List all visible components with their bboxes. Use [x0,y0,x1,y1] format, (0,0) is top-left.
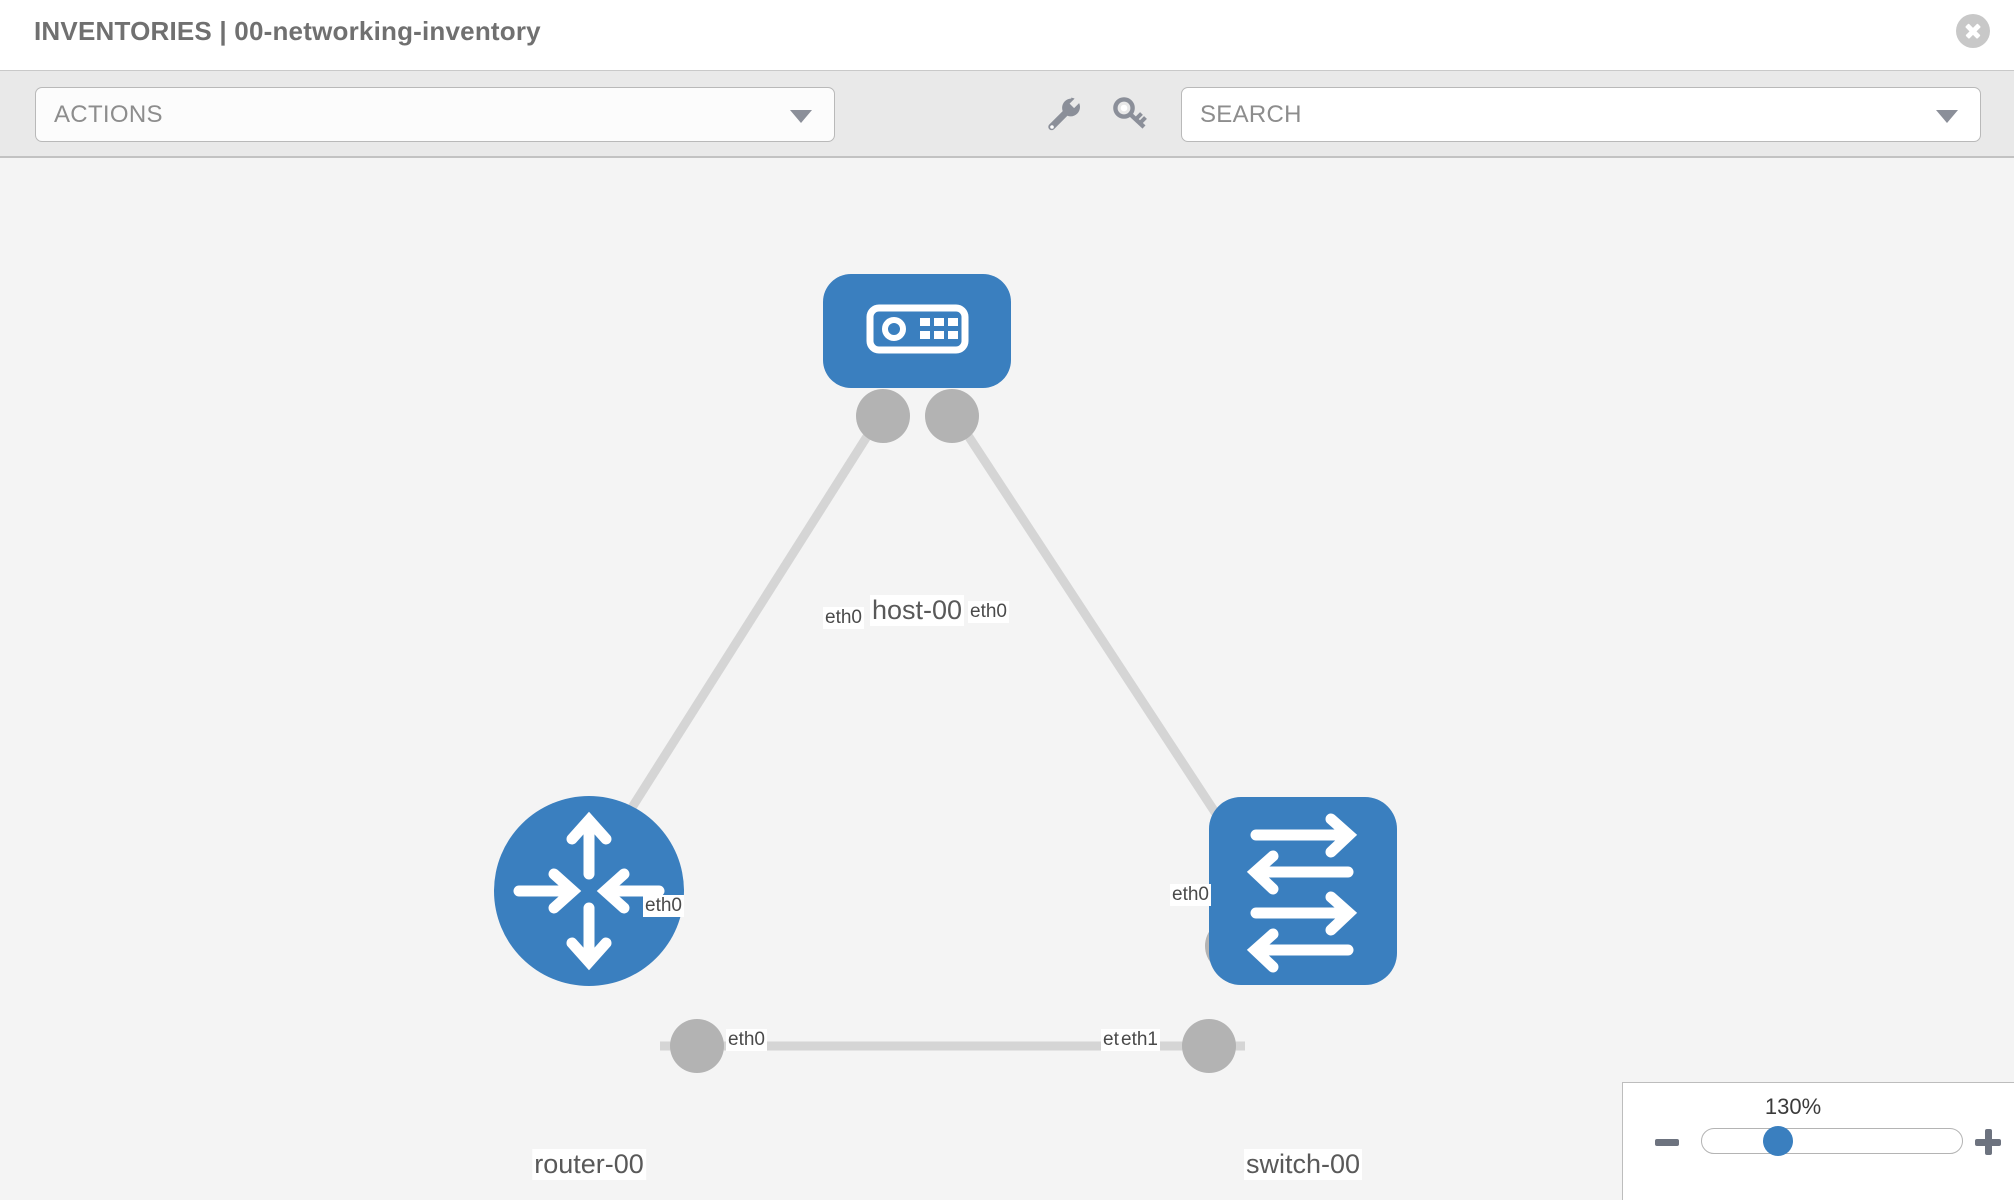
key-icon[interactable] [1110,93,1152,135]
node-router-00-body [494,796,684,986]
zoom-slider-track[interactable] [1701,1128,1963,1154]
chevron-down-icon [790,109,812,123]
node-host-00-body [823,274,1011,388]
zoom-out-button[interactable] [1655,1139,1679,1146]
node-switch-00-body [1209,797,1397,985]
chevron-down-icon [1936,109,1958,123]
search-input[interactable]: SEARCH [1181,87,1981,142]
iface-label-host00-left: eth0 [823,607,864,629]
iface-label-switch00-north: eth0 [1170,884,1211,906]
node-label-switch-00: switch-00 [1243,1149,1363,1180]
actions-dropdown[interactable]: ACTIONS [35,87,835,142]
edge-host00-router00 [596,405,889,861]
node-switch-00 [1209,797,1397,985]
iface-label-switch00-west: eth1 [1119,1029,1160,1051]
iface-label-host00-right: eth0 [968,601,1009,623]
connector-router00-east [670,1019,724,1073]
topology-graph [494,274,1397,1073]
iface-label-router00-east: eth0 [726,1029,767,1051]
zoom-slider-thumb[interactable] [1763,1126,1793,1156]
topology-canvas[interactable]: eth0 eth0 eth0 eth0 eth0 eth1 eth1 host-… [0,158,2014,1200]
connector-host00-left [856,389,910,443]
switch-arrows-icon [1246,813,1358,973]
node-label-router-00: router-00 [532,1149,646,1180]
search-placeholder: SEARCH [1200,101,1302,128]
zoom-level-value: 130% [1764,1094,1822,1119]
iface-label-router00-north: eth0 [643,895,684,917]
actions-dropdown-label: ACTIONS [54,101,163,128]
zoom-in-button[interactable] [1975,1129,2001,1155]
zoom-control-panel: 130% [1622,1082,2014,1200]
node-router-00 [494,796,684,986]
router-arrows-icon [513,811,665,971]
node-host-00 [823,274,1011,388]
connector-switch00-west [1182,1019,1236,1073]
page-title: INVENTORIES | 00-networking-inventory [34,16,541,46]
close-icon[interactable] [1956,14,1990,48]
edge-host00-switch00 [946,405,1249,861]
node-label-host-00: host-00 [869,595,965,626]
connector-host00-right [925,389,979,443]
server-icon [866,304,969,354]
wrench-icon[interactable] [1042,93,1084,135]
toolbar: ACTIONS SEARCH [0,70,2014,158]
window-header: INVENTORIES | 00-networking-inventory [0,0,2014,70]
